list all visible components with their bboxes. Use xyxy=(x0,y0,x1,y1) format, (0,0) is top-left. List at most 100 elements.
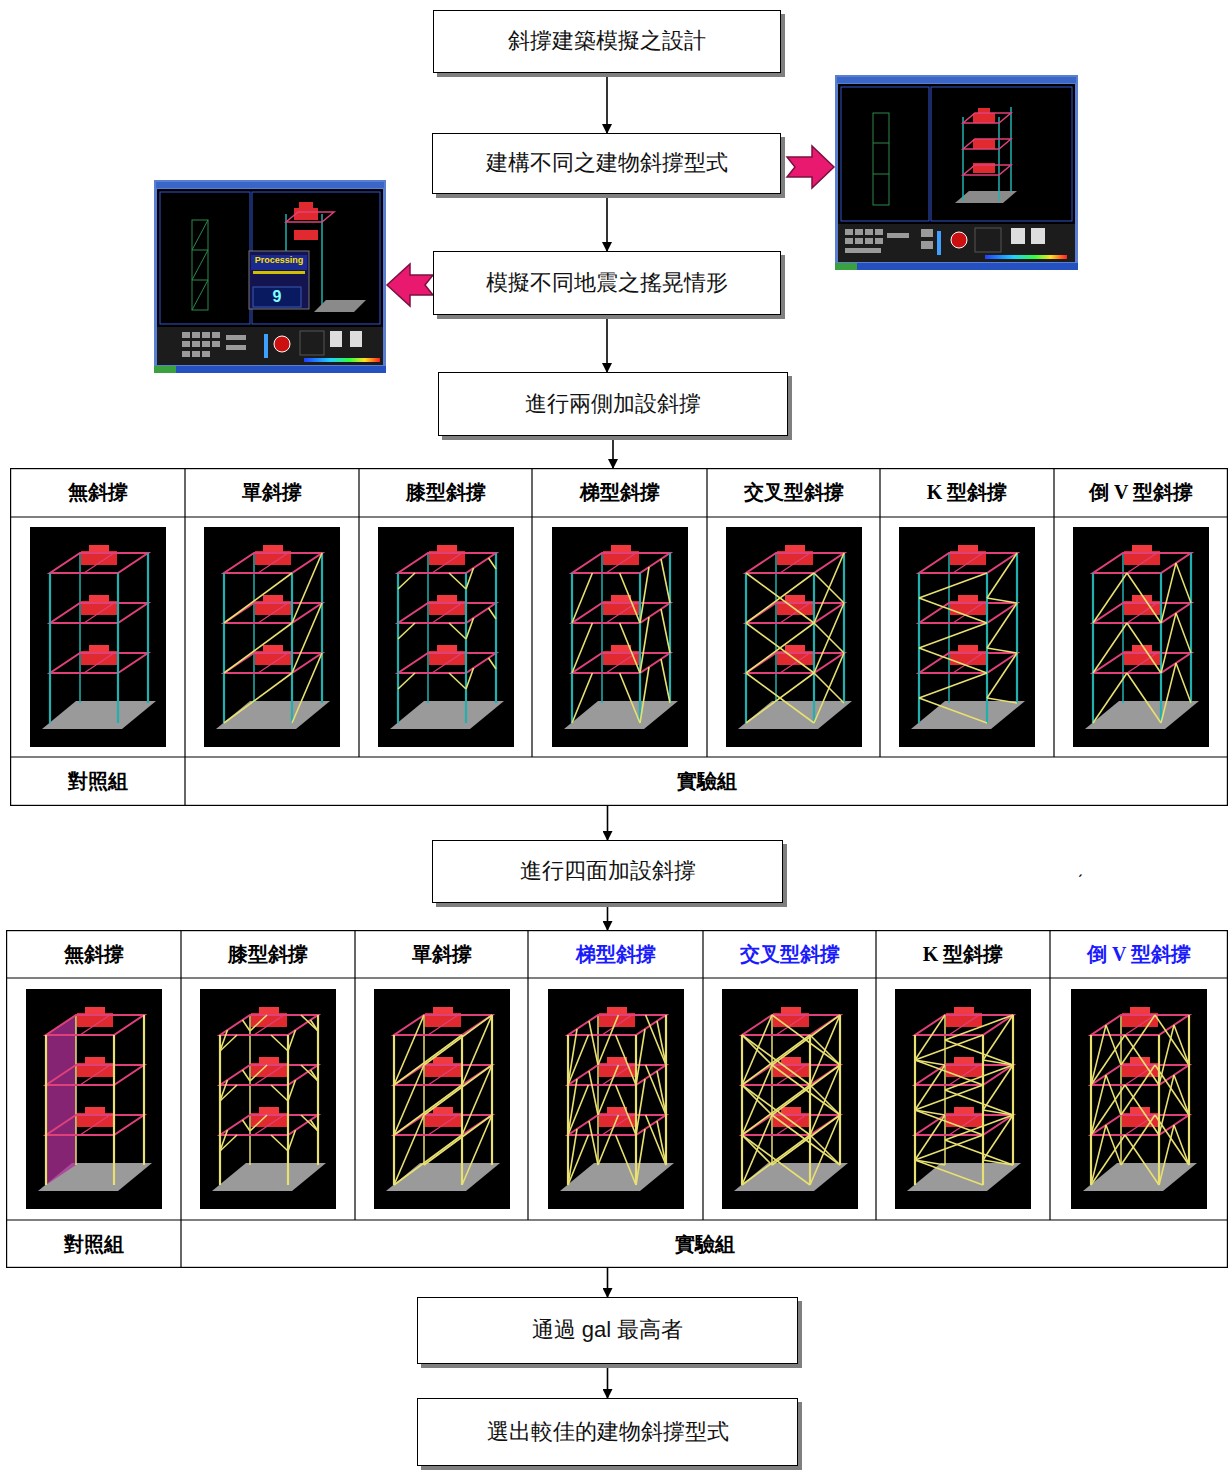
brace xyxy=(572,573,592,623)
brace xyxy=(915,1065,945,1110)
brace xyxy=(1127,573,1161,623)
floor-frame xyxy=(220,1015,318,1035)
brace xyxy=(1159,1075,1174,1135)
brace xyxy=(271,1085,288,1101)
model-ground xyxy=(548,989,684,1209)
mass-block xyxy=(611,645,631,652)
brace xyxy=(292,553,322,623)
brace xyxy=(772,1115,840,1165)
brace xyxy=(243,1020,251,1031)
model-base xyxy=(560,1163,674,1191)
brace xyxy=(220,1080,228,1101)
model-ground xyxy=(1071,989,1207,1209)
brace xyxy=(987,598,1017,603)
brace xyxy=(598,1015,618,1065)
brace xyxy=(646,1115,666,1165)
brace xyxy=(398,573,415,589)
column xyxy=(1016,553,1018,703)
floor-beam xyxy=(780,653,810,673)
column xyxy=(45,1035,47,1185)
stray-mark: ˏ xyxy=(1072,858,1088,878)
model-base xyxy=(386,1163,500,1191)
brace xyxy=(1093,623,1127,673)
brace xyxy=(640,667,649,723)
brace xyxy=(1155,1015,1189,1065)
column xyxy=(465,573,467,723)
building-model xyxy=(899,527,1035,747)
brace xyxy=(1121,1065,1155,1115)
mass-block xyxy=(1132,545,1152,552)
table-border xyxy=(11,469,1228,806)
box-text: 選出較佳的建物斜撐型式 xyxy=(487,1419,729,1445)
brace xyxy=(1106,1125,1121,1165)
mass-block xyxy=(433,1107,453,1114)
grid-line xyxy=(1049,930,1050,1220)
floor-frame xyxy=(746,553,844,573)
model-base xyxy=(390,701,504,729)
brace xyxy=(746,673,814,723)
grid-line xyxy=(6,1219,1228,1220)
floor-beam xyxy=(84,553,114,573)
brace xyxy=(1161,613,1176,673)
column-header: 膝型斜撐 xyxy=(181,930,355,978)
brace xyxy=(572,673,592,723)
flow-arrow xyxy=(606,73,608,133)
grid-line xyxy=(184,468,185,806)
table-grid xyxy=(10,468,1228,806)
model-ground xyxy=(26,989,162,1209)
floor-frame xyxy=(915,1015,1013,1035)
model-base xyxy=(911,701,1025,729)
floor-beam xyxy=(780,553,810,573)
brace xyxy=(489,608,497,619)
floor-beam xyxy=(80,1115,110,1135)
floor-beam xyxy=(776,1065,806,1085)
building-model xyxy=(552,527,688,747)
mass-block xyxy=(607,1007,627,1014)
brace xyxy=(250,1065,267,1081)
brace xyxy=(220,1030,228,1051)
column xyxy=(143,1015,145,1165)
column-header: 倒 V 型斜撐 xyxy=(1050,930,1228,978)
model-base xyxy=(907,1163,1021,1191)
flow-arrow xyxy=(607,806,609,840)
box-text: 建構不同之建物斜撐型式 xyxy=(486,150,728,176)
mass-block xyxy=(611,595,631,602)
mass-block xyxy=(785,595,805,602)
brace xyxy=(1125,1035,1159,1085)
brace xyxy=(1106,1025,1121,1065)
column xyxy=(317,1015,319,1165)
brace xyxy=(449,573,466,589)
flow-arrow xyxy=(607,903,609,930)
brace xyxy=(1121,1015,1155,1065)
mass-block xyxy=(433,1057,453,1064)
brace xyxy=(640,567,649,623)
mass-block xyxy=(259,1007,279,1014)
brace xyxy=(301,1115,318,1131)
mass-block xyxy=(259,1057,279,1064)
brace xyxy=(1155,1065,1189,1115)
mass-block xyxy=(958,595,978,602)
building-model xyxy=(30,527,166,747)
floor-beam xyxy=(606,653,636,673)
brace xyxy=(398,673,415,689)
brace xyxy=(636,1129,645,1185)
floor-frame xyxy=(915,1115,1013,1135)
model-base xyxy=(1085,701,1199,729)
building-model xyxy=(374,989,510,1209)
grid-line xyxy=(358,468,359,757)
building-models xyxy=(26,527,1209,1209)
column-header: K 型斜撐 xyxy=(876,930,1050,978)
floor-beam xyxy=(432,603,462,623)
column xyxy=(839,1015,841,1165)
floor-frame xyxy=(919,553,1017,573)
floor-beam xyxy=(258,603,288,623)
column xyxy=(75,1015,77,1165)
pink-arrow xyxy=(387,264,433,306)
grid-line xyxy=(531,468,532,757)
floor-beam xyxy=(84,603,114,623)
floor-frame xyxy=(919,653,1017,673)
column-header: 倒 V 型斜撐 xyxy=(1054,468,1228,517)
brace xyxy=(301,1015,318,1031)
brace xyxy=(657,1121,666,1165)
